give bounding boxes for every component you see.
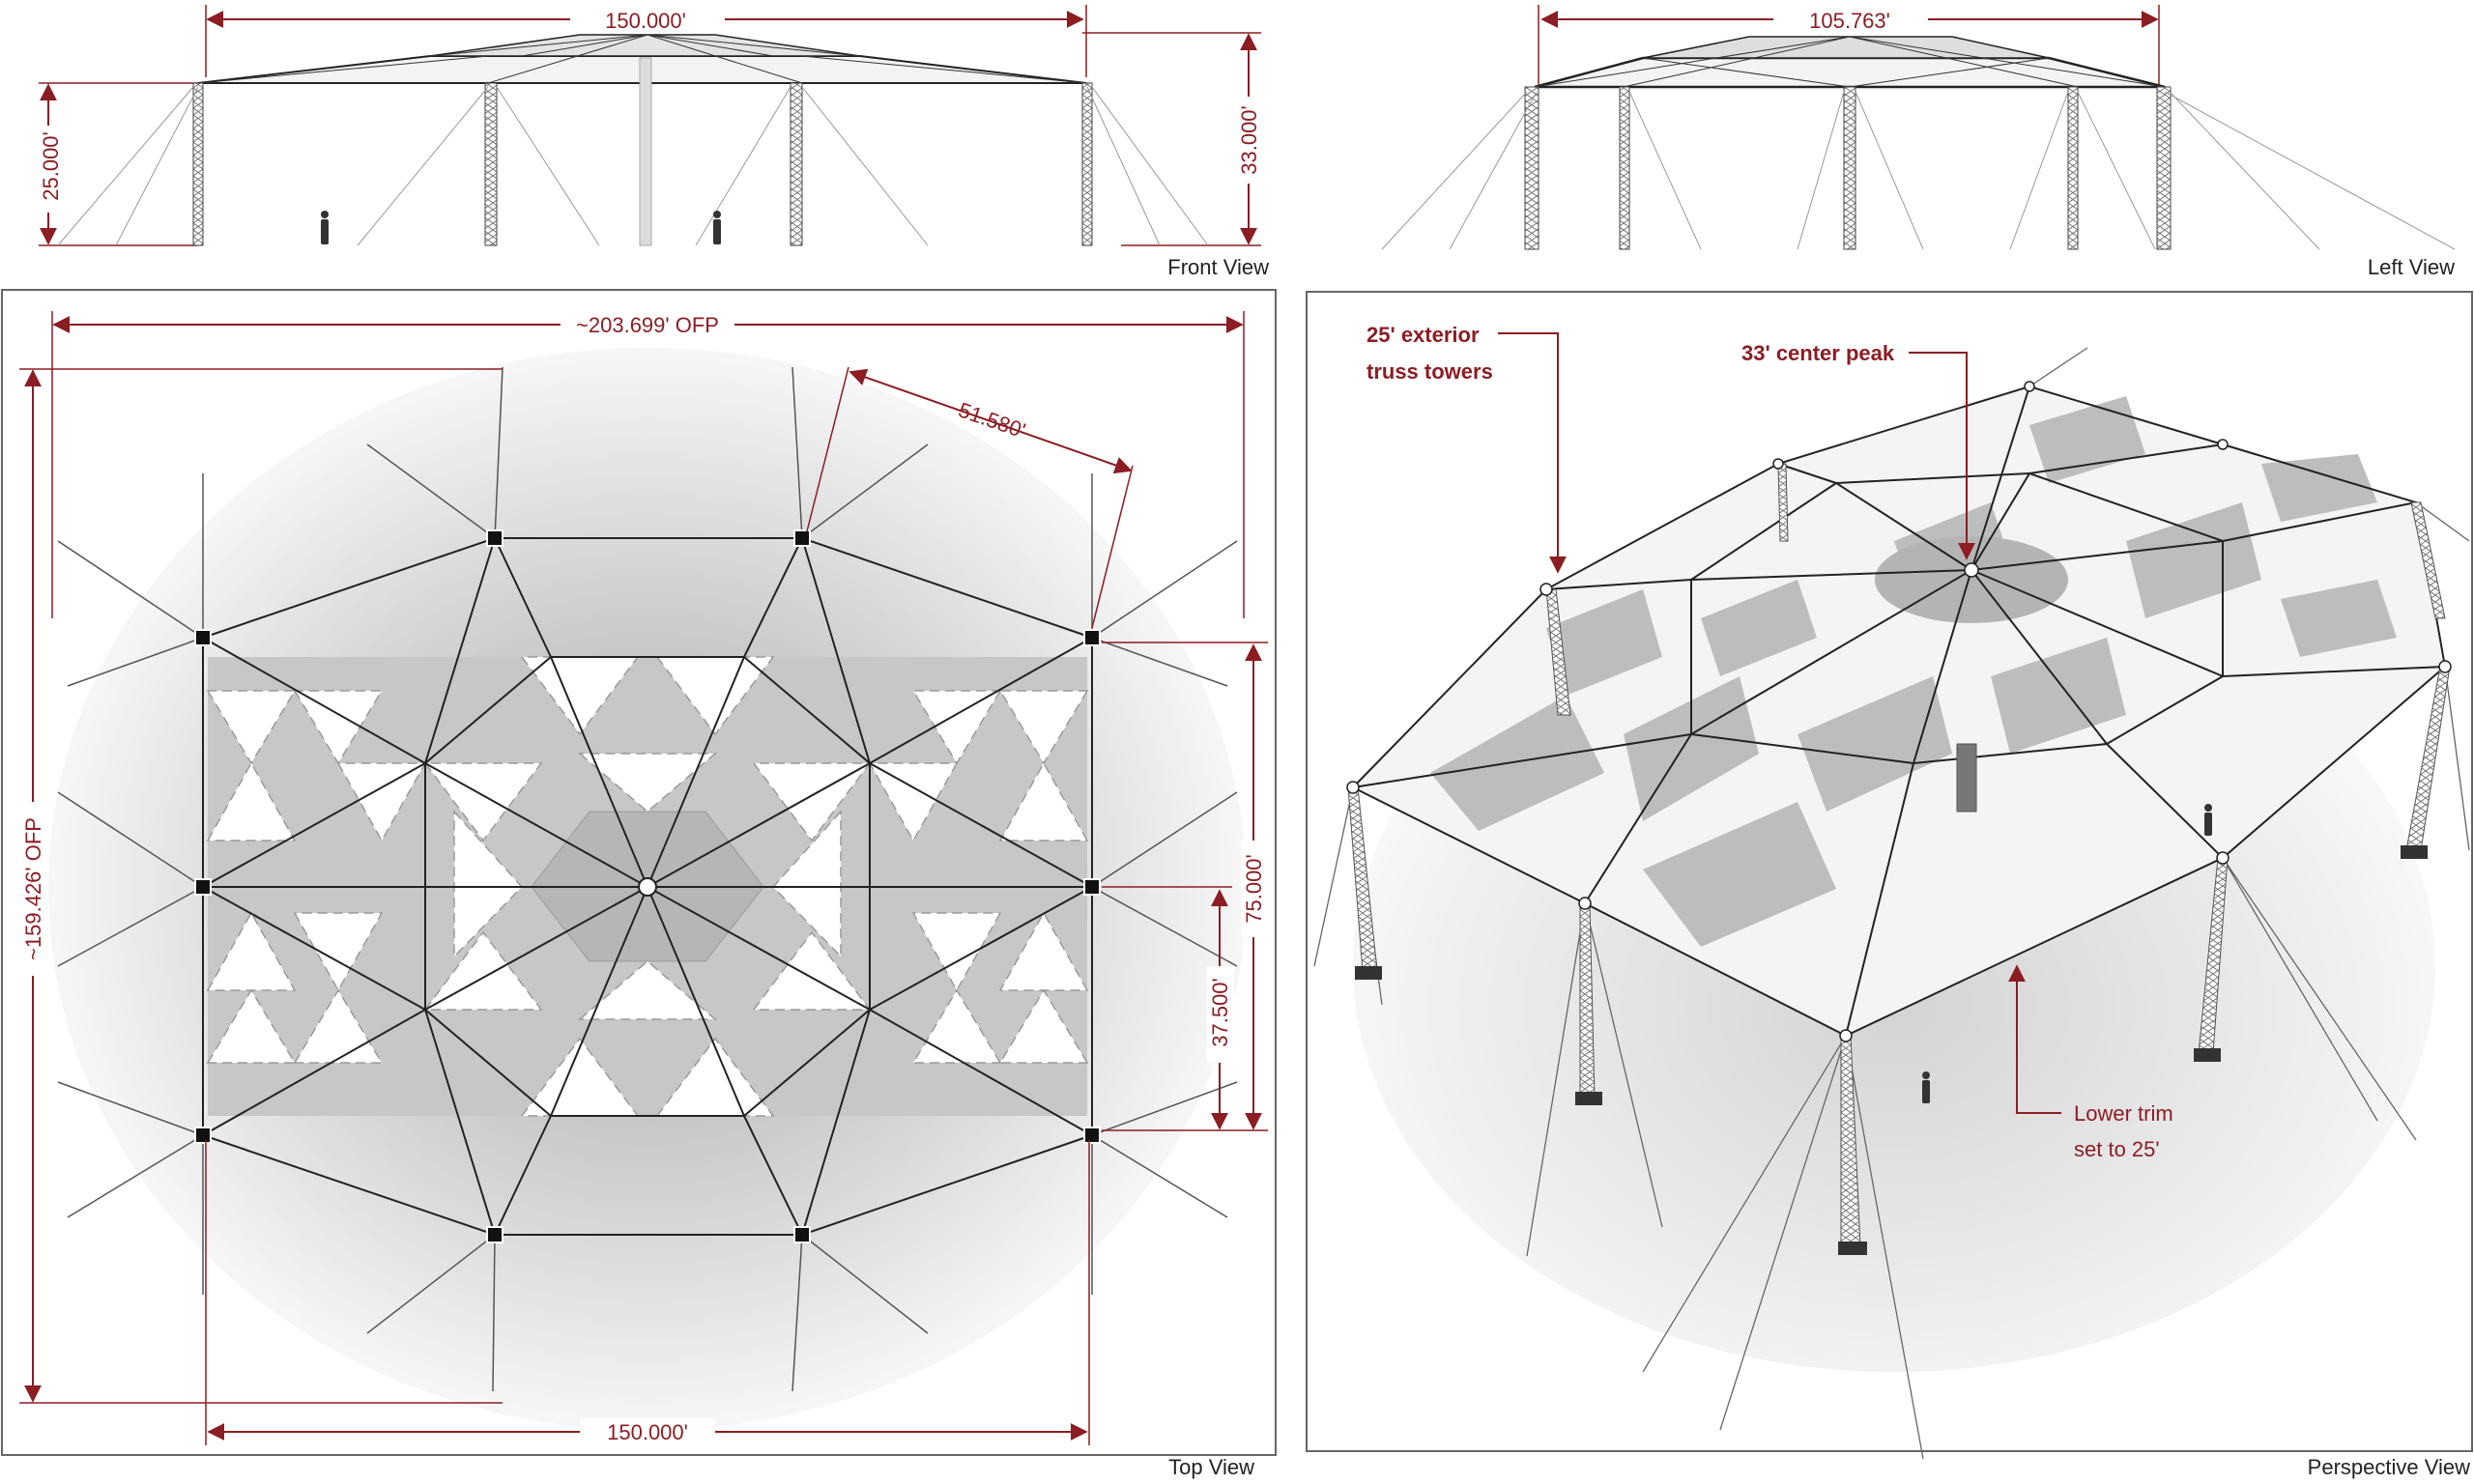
tower-node	[793, 529, 811, 547]
trim-callout-leader	[2008, 964, 2061, 1114]
towers-callout-line2: truss towers	[1366, 359, 1493, 384]
center-peak-node	[638, 877, 657, 897]
truss-towers	[1347, 463, 2451, 1247]
top-view-title: Top View	[1168, 1455, 1254, 1479]
tower-node	[486, 1226, 503, 1243]
tower-node	[793, 1226, 811, 1243]
trim-callout-line2: set to 25'	[2074, 1137, 2160, 1161]
scale-figure-4	[2204, 804, 2212, 836]
tower-node	[1083, 1127, 1101, 1144]
towers-callout-line1: 25' exterior	[1366, 323, 1480, 347]
front-height-low-label: 25.000'	[39, 131, 63, 201]
top-length-label: 150.000'	[607, 1420, 688, 1444]
tower-node	[486, 529, 503, 547]
top-view: ~203.699' OFP ~159.426' OFP 51.580' 75.0…	[1, 289, 1277, 1479]
top-depth-label: ~159.426' OFP	[21, 817, 45, 960]
peak-callout: 33' center peak	[1741, 341, 1895, 365]
top-width-label: ~203.699' OFP	[576, 313, 719, 337]
tower-node	[194, 878, 212, 896]
peak-callout-leader	[1909, 352, 1975, 560]
tower-node	[194, 629, 212, 646]
left-span-label: 105.763'	[1809, 9, 1890, 33]
scale-figure-1	[321, 211, 329, 244]
perspective-view: 25' exterior truss towers 33' center pea…	[1306, 291, 2473, 1479]
tower-node	[1083, 878, 1101, 896]
scale-figure-2	[713, 211, 721, 244]
left-view: 105.763' Left View	[1381, 5, 2456, 279]
front-view: 150.000' 25.000' 33.000' Front View	[35, 5, 1269, 279]
front-view-title: Front View	[1167, 255, 1269, 279]
trim-callout-line1: Lower trim	[2074, 1101, 2173, 1126]
tower-node	[194, 1127, 212, 1144]
perspective-view-title: Perspective View	[2308, 1455, 2470, 1479]
tower-node	[1083, 629, 1101, 646]
front-span-label: 150.000'	[605, 9, 686, 33]
front-height-peak-label: 33.000'	[1237, 105, 1261, 175]
top-diag-dimension	[849, 368, 1133, 474]
scale-figure-3	[1922, 1071, 1930, 1103]
top-75-label: 75.000'	[1242, 854, 1266, 924]
left-view-title: Left View	[2368, 255, 2455, 279]
top-37-label: 37.500'	[1208, 978, 1232, 1047]
towers-callout-leader	[1498, 332, 1567, 574]
